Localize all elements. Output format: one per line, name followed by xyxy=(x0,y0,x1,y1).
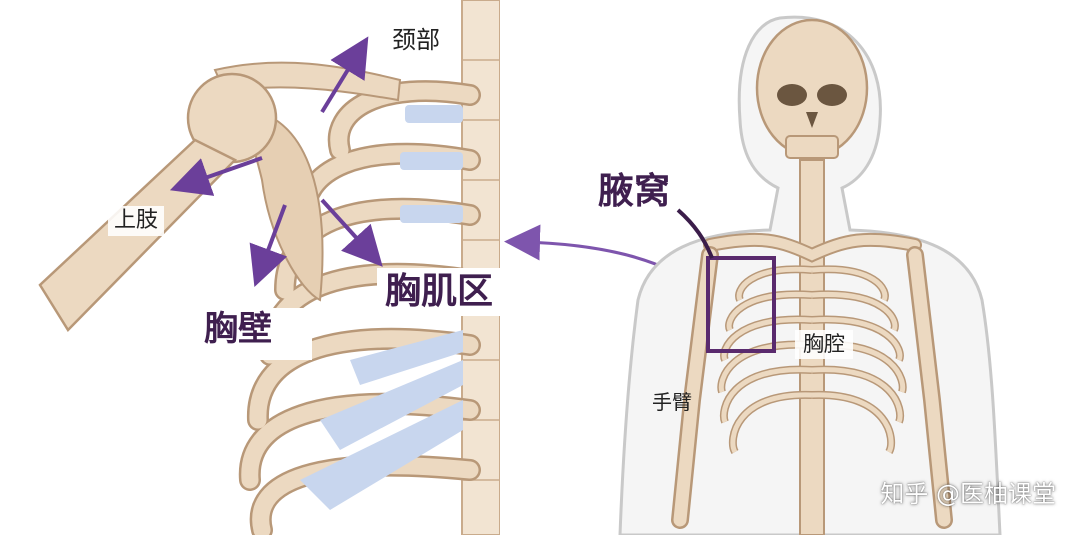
chest-wall-label: 胸壁 xyxy=(200,308,312,360)
direction-arrows xyxy=(169,36,383,287)
axilla-label: 腋窝 xyxy=(598,171,671,212)
watermark-text: 知乎 @医柚课堂 xyxy=(880,480,1056,508)
axilla-pointer-line xyxy=(676,208,714,259)
axilla-highlight-box xyxy=(706,256,776,353)
upper-body-skeleton-drawing xyxy=(618,15,1002,535)
pectoral-region-label: 胸肌区 xyxy=(377,268,502,316)
neck-label: 颈部 xyxy=(386,24,446,56)
arm-label: 手臂 xyxy=(652,390,692,414)
shoulder-closeup-illustration: 颈部 上肢 胸壁 胸肌区 xyxy=(0,0,502,535)
upper-limb-label: 上肢 xyxy=(108,206,165,236)
thoracic-cavity-label: 胸腔 xyxy=(795,330,853,359)
upper-body-skeleton-illustration: 腋窝 胸腔 手臂 xyxy=(580,0,1080,535)
